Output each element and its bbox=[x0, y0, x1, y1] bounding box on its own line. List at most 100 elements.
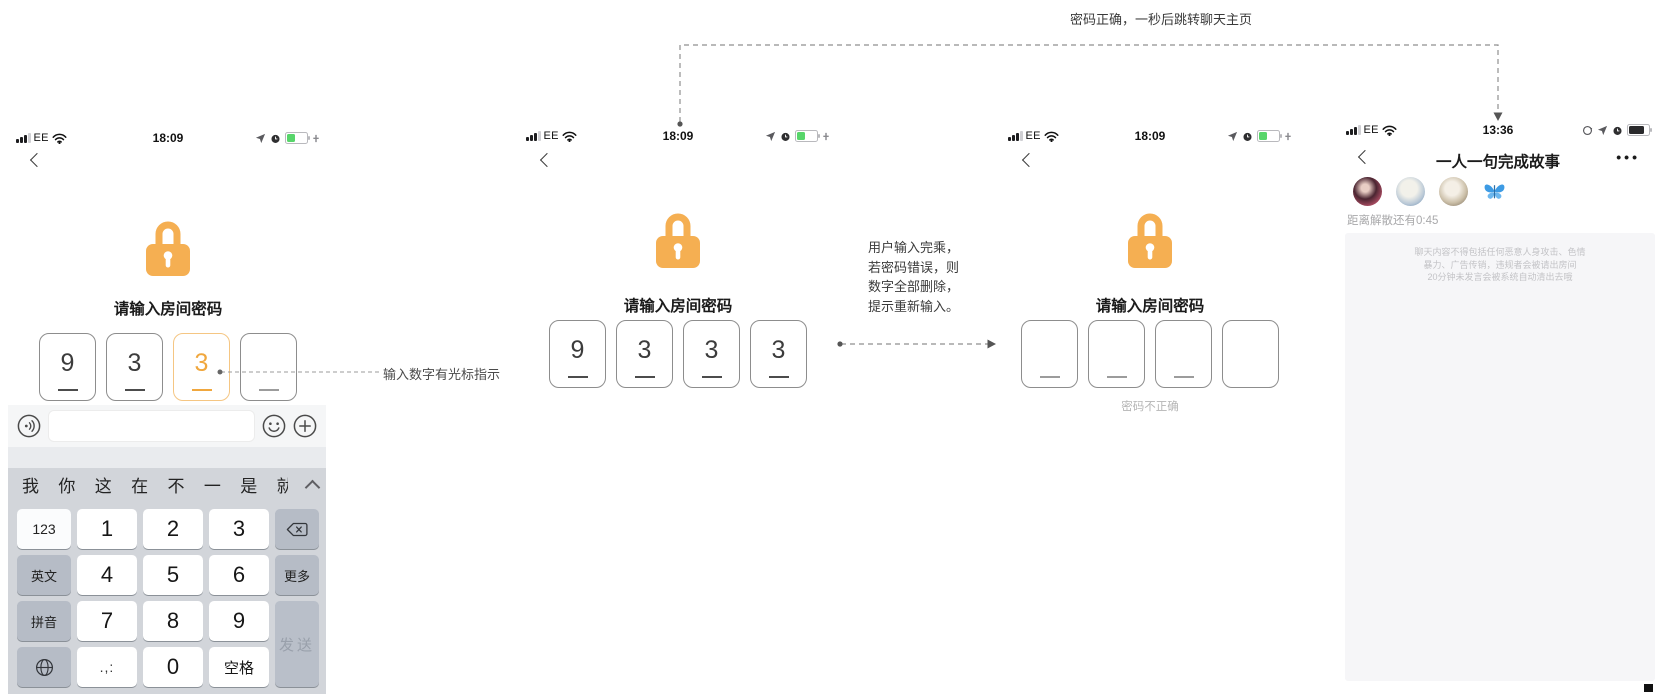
key-3[interactable]: 3 bbox=[209, 509, 269, 549]
charging-icon bbox=[313, 134, 319, 142]
key-0[interactable]: 0 bbox=[143, 647, 203, 687]
status-bar: EE 18:09 bbox=[8, 130, 328, 146]
avatar[interactable] bbox=[1439, 177, 1468, 206]
space-key[interactable]: 空格 bbox=[209, 647, 269, 687]
battery-icon bbox=[795, 130, 820, 142]
screen-password-filled: EE 18:09 请输入房间密码 9 3 3 3 bbox=[518, 0, 838, 694]
alarm-icon bbox=[781, 132, 790, 141]
candidate[interactable]: 这 bbox=[94, 477, 112, 496]
carrier-label: EE bbox=[543, 130, 559, 142]
key-7[interactable]: 7 bbox=[77, 601, 137, 641]
send-key[interactable]: 发送 bbox=[275, 601, 319, 687]
back-icon[interactable] bbox=[540, 155, 551, 166]
candidate[interactable]: 我 bbox=[22, 477, 39, 496]
more-key[interactable]: 更多 bbox=[275, 555, 319, 595]
password-box-active[interactable]: 3 bbox=[173, 333, 230, 401]
disband-countdown: 距离解散还有0:45 bbox=[1347, 215, 1439, 227]
password-boxes: 9 3 3 3 bbox=[549, 320, 807, 388]
punctuation-key[interactable]: .,: bbox=[77, 647, 137, 687]
lock-icon bbox=[1128, 213, 1172, 268]
back-icon[interactable] bbox=[30, 155, 41, 166]
avatar[interactable] bbox=[1396, 177, 1425, 206]
password-box[interactable]: 9 bbox=[39, 333, 96, 401]
backspace-icon bbox=[286, 522, 308, 536]
corner-mark bbox=[1644, 684, 1653, 692]
signal-icon bbox=[526, 131, 541, 141]
password-box[interactable]: 3 bbox=[616, 320, 673, 388]
message-input[interactable] bbox=[48, 410, 255, 442]
password-box[interactable]: 3 bbox=[106, 333, 163, 401]
collapse-keyboard-icon[interactable] bbox=[304, 479, 321, 495]
alarm-icon bbox=[1243, 132, 1252, 141]
back-icon[interactable] bbox=[1022, 155, 1033, 166]
room-rules-notice: 聊天内容不得包括任何恶意人身攻击、色情 暴力、广告传销，违规者会被请出房间 20… bbox=[1414, 247, 1586, 282]
password-boxes bbox=[1021, 320, 1279, 388]
lock-icon bbox=[656, 213, 700, 268]
key-123[interactable]: 123 bbox=[17, 509, 71, 549]
status-time: 18:09 bbox=[152, 131, 184, 145]
key-5[interactable]: 5 bbox=[143, 555, 203, 595]
password-boxes: 9 3 3 bbox=[39, 333, 297, 401]
key-1[interactable]: 1 bbox=[77, 509, 137, 549]
candidate[interactable]: 在 bbox=[131, 477, 149, 496]
location-icon bbox=[255, 133, 266, 143]
signal-icon bbox=[1346, 125, 1361, 135]
location-icon bbox=[1597, 125, 1608, 135]
wifi-icon bbox=[562, 131, 577, 142]
screen-chat-room: EE 13:36 一人一句完成故事 ••• 距离解散还有0:45 聊天内容不得包… bbox=[1338, 0, 1658, 694]
battery-icon bbox=[1627, 124, 1652, 136]
key-6[interactable]: 6 bbox=[209, 555, 269, 595]
password-box[interactable] bbox=[1021, 320, 1078, 388]
voice-icon[interactable] bbox=[17, 414, 41, 438]
password-box[interactable] bbox=[240, 333, 297, 401]
password-box[interactable]: 3 bbox=[683, 320, 740, 388]
password-box[interactable]: 9 bbox=[549, 320, 606, 388]
screen-password-error: EE 18:09 请输入房间密码 密码不正确 bbox=[1000, 0, 1300, 694]
key-2[interactable]: 2 bbox=[143, 509, 203, 549]
chat-panel: 聊天内容不得包括任何恶意人身攻击、色情 暴力、广告传销，违规者会被请出房间 20… bbox=[1345, 233, 1655, 681]
status-bar: EE 13:36 bbox=[1338, 122, 1658, 138]
charging-icon bbox=[823, 132, 829, 140]
globe-key[interactable] bbox=[17, 647, 71, 687]
avatar[interactable] bbox=[1353, 177, 1382, 206]
wifi-icon bbox=[52, 133, 67, 144]
candidate[interactable]: 就 bbox=[276, 477, 288, 496]
page-title: 请输入房间密码 bbox=[623, 298, 733, 315]
more-icon[interactable]: ••• bbox=[1616, 149, 1640, 165]
password-box[interactable] bbox=[1155, 320, 1212, 388]
page-title: 请输入房间密码 bbox=[113, 301, 223, 318]
key-9[interactable]: 9 bbox=[209, 601, 269, 641]
battery-icon bbox=[1257, 130, 1282, 142]
candidate[interactable]: 是 bbox=[240, 477, 258, 496]
alarm-icon bbox=[1613, 126, 1622, 135]
status-time: 13:36 bbox=[1482, 123, 1514, 137]
candidate[interactable]: 一 bbox=[203, 477, 221, 496]
lock-icon bbox=[146, 221, 190, 276]
candidate[interactable]: 不 bbox=[167, 477, 185, 496]
emoji-icon[interactable] bbox=[262, 414, 286, 438]
key-english[interactable]: 英文 bbox=[17, 555, 71, 595]
keyboard: 我 你 这 在 不 一 是 就 123 1 2 3 英文 4 5 6 更多 拼音… bbox=[8, 447, 326, 694]
alarm-icon bbox=[271, 134, 280, 143]
password-box[interactable]: 3 bbox=[750, 320, 807, 388]
butterfly-avatar[interactable] bbox=[1482, 181, 1507, 202]
page-title: 请输入房间密码 bbox=[1095, 298, 1205, 315]
key-4[interactable]: 4 bbox=[77, 555, 137, 595]
error-message: 密码不正确 bbox=[1121, 401, 1179, 413]
password-box[interactable] bbox=[1088, 320, 1145, 388]
candidate[interactable]: 你 bbox=[58, 477, 76, 496]
wifi-icon bbox=[1044, 131, 1059, 142]
key-pinyin[interactable]: 拼音 bbox=[17, 601, 71, 641]
carrier-label: EE bbox=[33, 132, 49, 144]
backspace-key[interactable] bbox=[275, 509, 319, 549]
plus-icon[interactable] bbox=[293, 414, 317, 438]
chat-input-bar bbox=[8, 405, 326, 447]
chat-title: 一人一句完成故事 bbox=[1435, 154, 1560, 171]
annotation-retry: 用户输入完乘， 若密码错误，则 数字全部删除， 提示重新输入。 bbox=[868, 240, 960, 314]
status-bar: EE 18:09 bbox=[518, 128, 838, 144]
signal-icon bbox=[16, 133, 31, 143]
carrier-label: EE bbox=[1025, 130, 1041, 142]
key-8[interactable]: 8 bbox=[143, 601, 203, 641]
password-box[interactable] bbox=[1222, 320, 1279, 388]
globe-icon bbox=[35, 658, 53, 676]
